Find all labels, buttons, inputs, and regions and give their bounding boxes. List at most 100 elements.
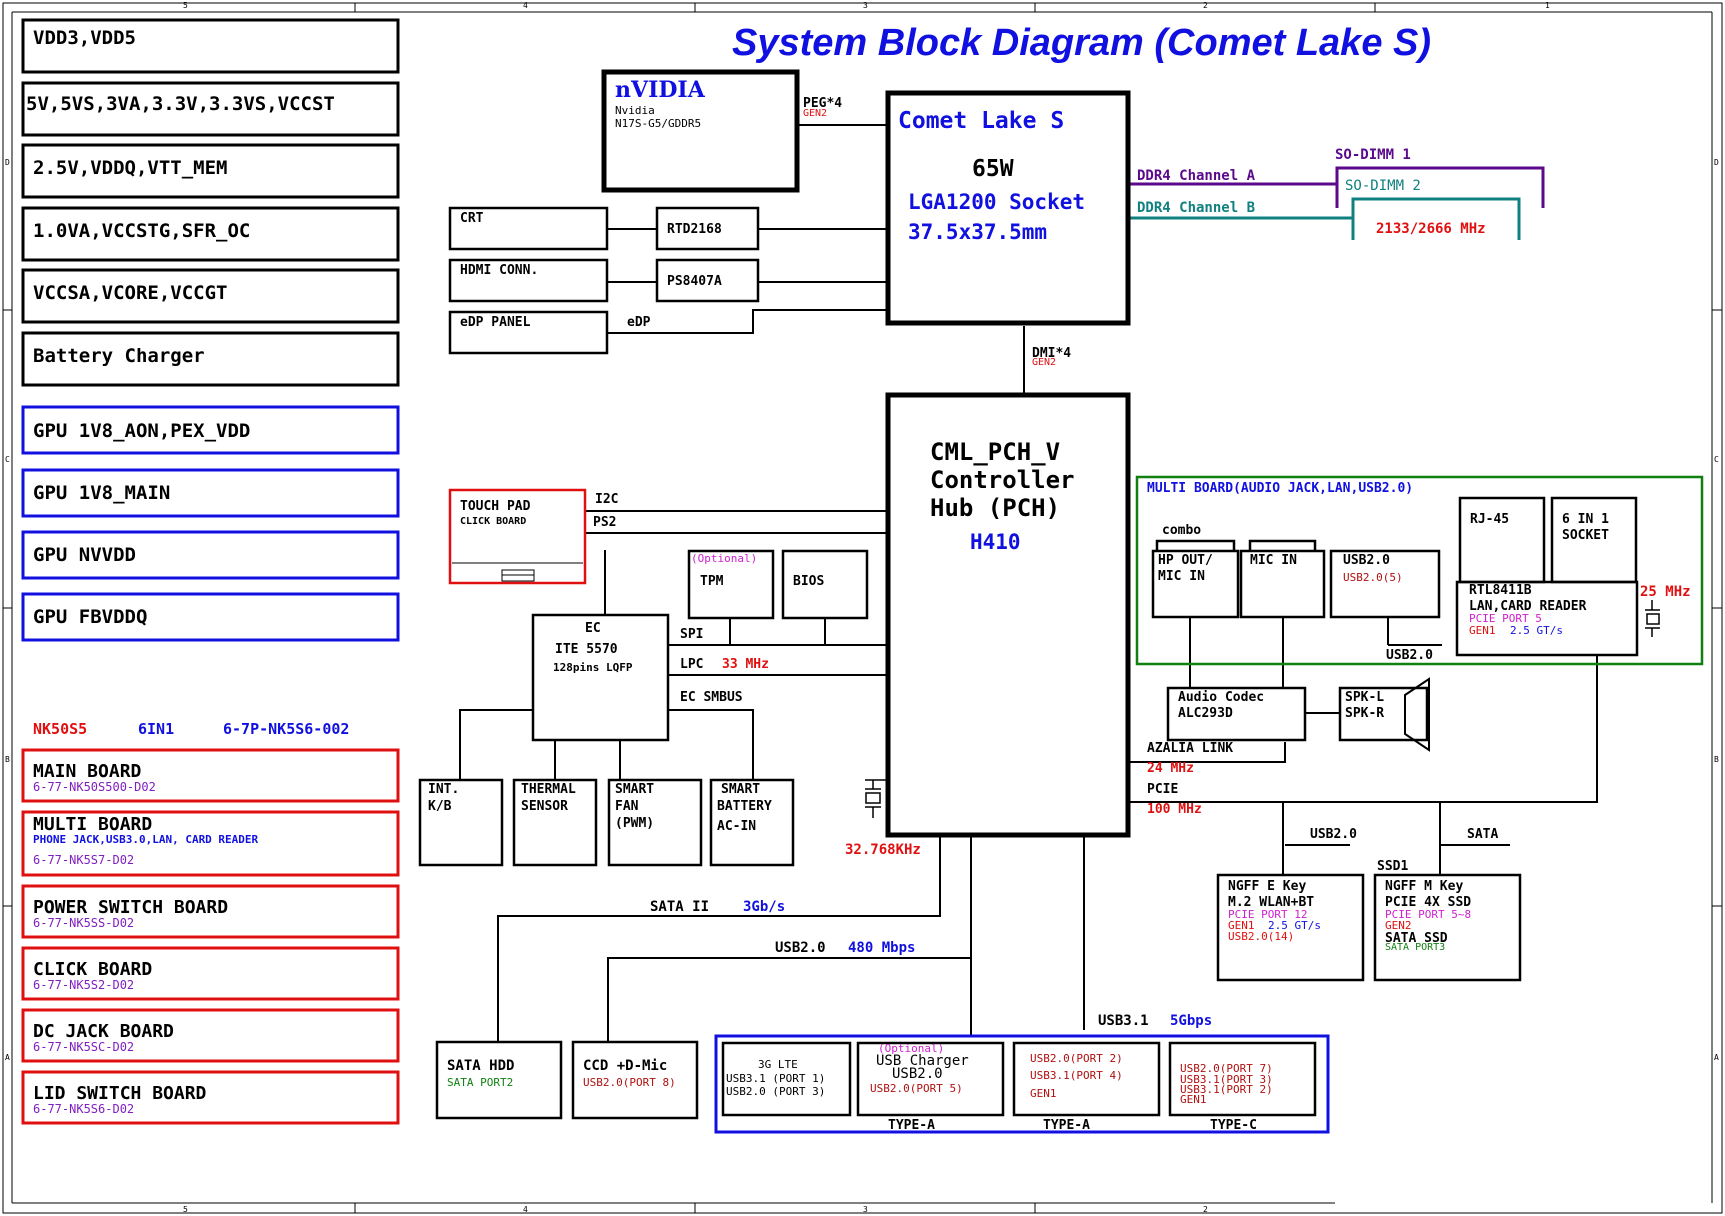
board-name: DC JACK BOARD <box>33 1021 174 1042</box>
pcie-freq: 100 MHz <box>1147 802 1202 817</box>
cpu-socket: LGA1200 Socket <box>908 190 1085 214</box>
speaker-icon <box>1404 677 1430 752</box>
sata-bus-speed: 3Gb/s <box>743 899 785 915</box>
tpm-box <box>687 549 775 620</box>
spk-r-label: SPK-R <box>1345 706 1384 721</box>
lan-crystal-freq: 25 MHz <box>1640 584 1691 600</box>
gpu-line2: N17S-G5/GDDR5 <box>615 117 701 130</box>
power-rail-label: VCCSA,VCORE,VCCGT <box>33 282 227 304</box>
lte-label: 3G LTE <box>758 1058 798 1071</box>
sata-hdd-port: SATA PORT2 <box>447 1076 513 1089</box>
ngff-e-gen: GEN1 <box>1228 919 1255 932</box>
board-name: CLICK BOARD <box>33 959 152 980</box>
gpu-box <box>601 69 800 193</box>
usb-charger-port: USB2.0(PORT 5) <box>870 1082 963 1095</box>
col-label: 4 <box>523 1 528 10</box>
type-c-gen: GEN1 <box>1180 1093 1207 1106</box>
rtl8411b-label: RTL8411B <box>1469 583 1532 598</box>
cpu-size: 37.5x37.5mm <box>908 220 1047 244</box>
ps2-label: PS2 <box>593 515 616 530</box>
tpm-label: TPM <box>700 574 724 589</box>
crystal-icon <box>1645 600 1660 637</box>
board-code: 6-77-NK5S2-D02 <box>33 978 134 992</box>
board-code: 6-77-NK50S500-D02 <box>33 780 156 794</box>
rtl-rate: 2.5 GT/s <box>1510 624 1563 637</box>
page-title: System Block Diagram (Comet Lake S) <box>732 22 1431 64</box>
smart-battery-label: SMART <box>721 782 760 797</box>
row-label: B <box>5 755 10 764</box>
type-a-label: TYPE-A <box>1043 1118 1090 1133</box>
card-socket-label: SOCKET <box>1562 528 1609 543</box>
bios-label: BIOS <box>793 574 824 589</box>
rtl8411b-label: LAN,CARD READER <box>1469 599 1587 614</box>
touchpad-label: TOUCH PAD <box>460 499 531 514</box>
gpu-rail-label: GPU 1V8_MAIN <box>33 482 170 504</box>
thermal-sensor-label: THERMAL <box>521 782 576 797</box>
power-rail-label: 2.5V,VDDQ,VTT_MEM <box>33 157 227 179</box>
hp-out-label: HP OUT/ <box>1158 553 1213 568</box>
ngff-m-key-box <box>1373 873 1522 982</box>
rtl-pcie-port: PCIE PORT 5 <box>1469 612 1542 625</box>
col-label: 5 <box>183 1205 188 1214</box>
gpu-rail-boxes <box>21 405 400 642</box>
usb-charger-usb20: USB2.0 <box>892 1066 943 1082</box>
gpu-brand: nVIDIA <box>615 77 706 103</box>
ps8407a-label: PS8407A <box>667 274 722 289</box>
lte-usb20-port: USB2.0 (PORT 3) <box>726 1085 825 1098</box>
row-label: A <box>1714 1053 1719 1062</box>
gpu-rail-label: GPU NVVDD <box>33 544 136 566</box>
thermal-sensor-label: SENSOR <box>521 799 568 814</box>
spk-l-label: SPK-L <box>1345 690 1384 705</box>
ec-chip: ITE 5570 <box>555 642 618 657</box>
power-rail-boxes <box>21 18 400 387</box>
ngff-e-usb-port: USB2.0(14) <box>1228 930 1294 943</box>
int-kb-label: K/B <box>428 799 452 814</box>
pch-sku: H410 <box>970 530 1021 554</box>
board-boxes <box>21 748 400 1125</box>
type-a-usb20-port: USB2.0(PORT 2) <box>1030 1052 1123 1065</box>
gpu-rail-label: GPU 1V8_AON,PEX_VDD <box>33 420 250 442</box>
pch-box <box>885 392 1131 838</box>
power-rail-label: 1.0VA,VCCSTG,SFR_OC <box>33 220 250 242</box>
frame-labels: 5 4 3 2 1 5 4 3 2 D C B A D C B A <box>5 1 1719 1214</box>
row-label: C <box>5 455 10 464</box>
sata-hdd-box <box>435 1040 563 1120</box>
peg-gen: GEN2 <box>803 108 827 119</box>
tpm-optional: (Optional) <box>691 552 757 565</box>
usb2-bus-label: USB2.0 <box>775 940 826 956</box>
type-c-usb31-port: USB3.1(PORT 3) <box>1180 1073 1273 1086</box>
spi-label: SPI <box>680 627 703 642</box>
type-a-usb31-port: USB3.1(PORT 4) <box>1030 1069 1123 1082</box>
smart-fan-label: FAN <box>615 799 639 814</box>
col-label: 2 <box>1203 1205 1208 1214</box>
ngff-m-sata-label: SATA <box>1467 827 1498 842</box>
ec-package: 128pins LQFP <box>553 661 633 674</box>
row-label: A <box>5 1053 10 1062</box>
ddr4-channel-a: DDR4 Channel A <box>1137 168 1256 184</box>
smart-battery-label: AC-IN <box>717 819 756 834</box>
ngff-e-desc: M.2 WLAN+BT <box>1228 895 1314 910</box>
ngff-e-usb-label: USB2.0 <box>1310 827 1357 842</box>
dmi-gen: GEN2 <box>1032 357 1056 368</box>
col-label: 1 <box>1545 1 1550 10</box>
col-label: 3 <box>863 1205 868 1214</box>
bios-box <box>781 549 869 620</box>
peg-label: PEG*4 <box>803 96 842 111</box>
usb-port-boxes <box>721 1041 1317 1117</box>
sata-bus-label: SATA II <box>650 899 709 915</box>
hdmi-label: HDMI CONN. <box>460 263 538 278</box>
model-code: 6-7P-NK5S6-002 <box>223 720 349 738</box>
row-label: D <box>5 158 10 167</box>
smart-fan-label: (PWM) <box>615 816 654 831</box>
col-label: 2 <box>1203 1 1208 10</box>
ccd-port: USB2.0(PORT 8) <box>583 1076 676 1089</box>
rtd2168-label: RTD2168 <box>667 222 722 237</box>
sata-hdd-label: SATA HDD <box>447 1058 514 1074</box>
mic-in-label: MIC IN <box>1250 553 1297 568</box>
pch-line2: Controller <box>930 466 1075 494</box>
col-label: 4 <box>523 1205 528 1214</box>
touchpad-icon <box>452 562 583 582</box>
cpu-box <box>885 90 1131 326</box>
power-rail-label: 5V,5VS,3VA,3.3V,3.3VS,VCCST <box>26 93 335 115</box>
